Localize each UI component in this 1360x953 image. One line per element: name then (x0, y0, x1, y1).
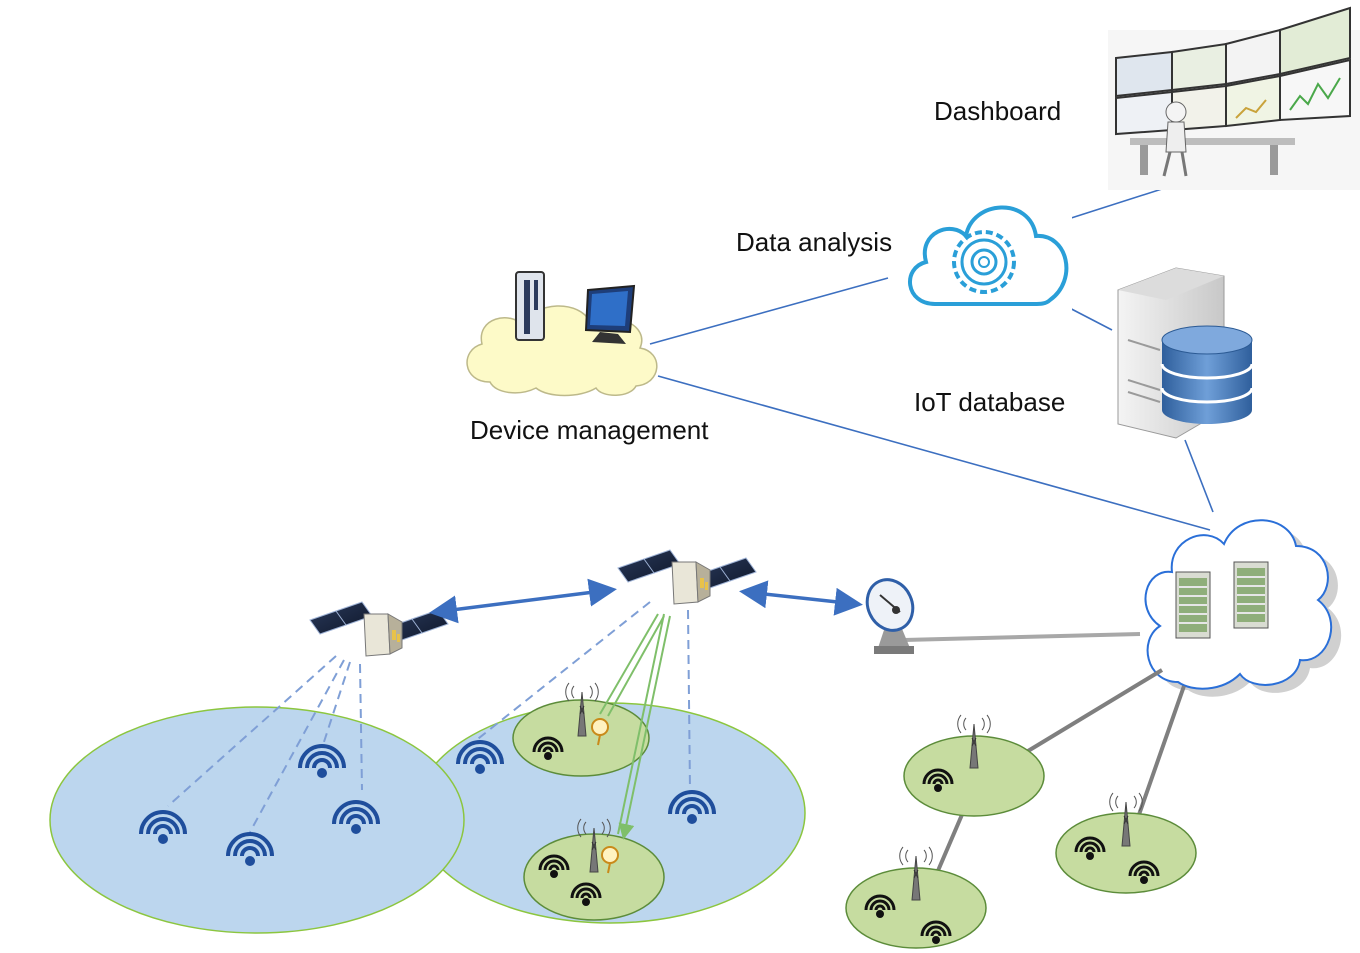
sensor-beams (167, 601, 691, 833)
satellite-links (429, 578, 863, 624)
cell-area (845, 846, 987, 949)
cell-area (903, 714, 1045, 817)
device-cloud-icon (466, 271, 658, 397)
ground-station-dish-icon (865, 578, 915, 654)
dashboard-monitors-icon (1108, 6, 1360, 190)
satellite-icon (617, 549, 757, 605)
cell-area (512, 682, 650, 777)
network-cloud-icon (1144, 519, 1342, 697)
cell-area (523, 818, 665, 921)
satellite-coverage-areas (49, 702, 806, 934)
dashboard-label: Dashboard (934, 96, 1062, 126)
iot-database-label: IoT database (914, 387, 1066, 417)
cell-backhaul-links (599, 613, 671, 840)
satellite-icon (309, 601, 449, 657)
data-analysis-label: Data analysis (736, 227, 893, 257)
cell-area (1055, 792, 1197, 894)
server-database-icon (1117, 267, 1254, 439)
cloud-gear-icon (892, 186, 1072, 326)
device-management-label: Device management (470, 415, 709, 445)
